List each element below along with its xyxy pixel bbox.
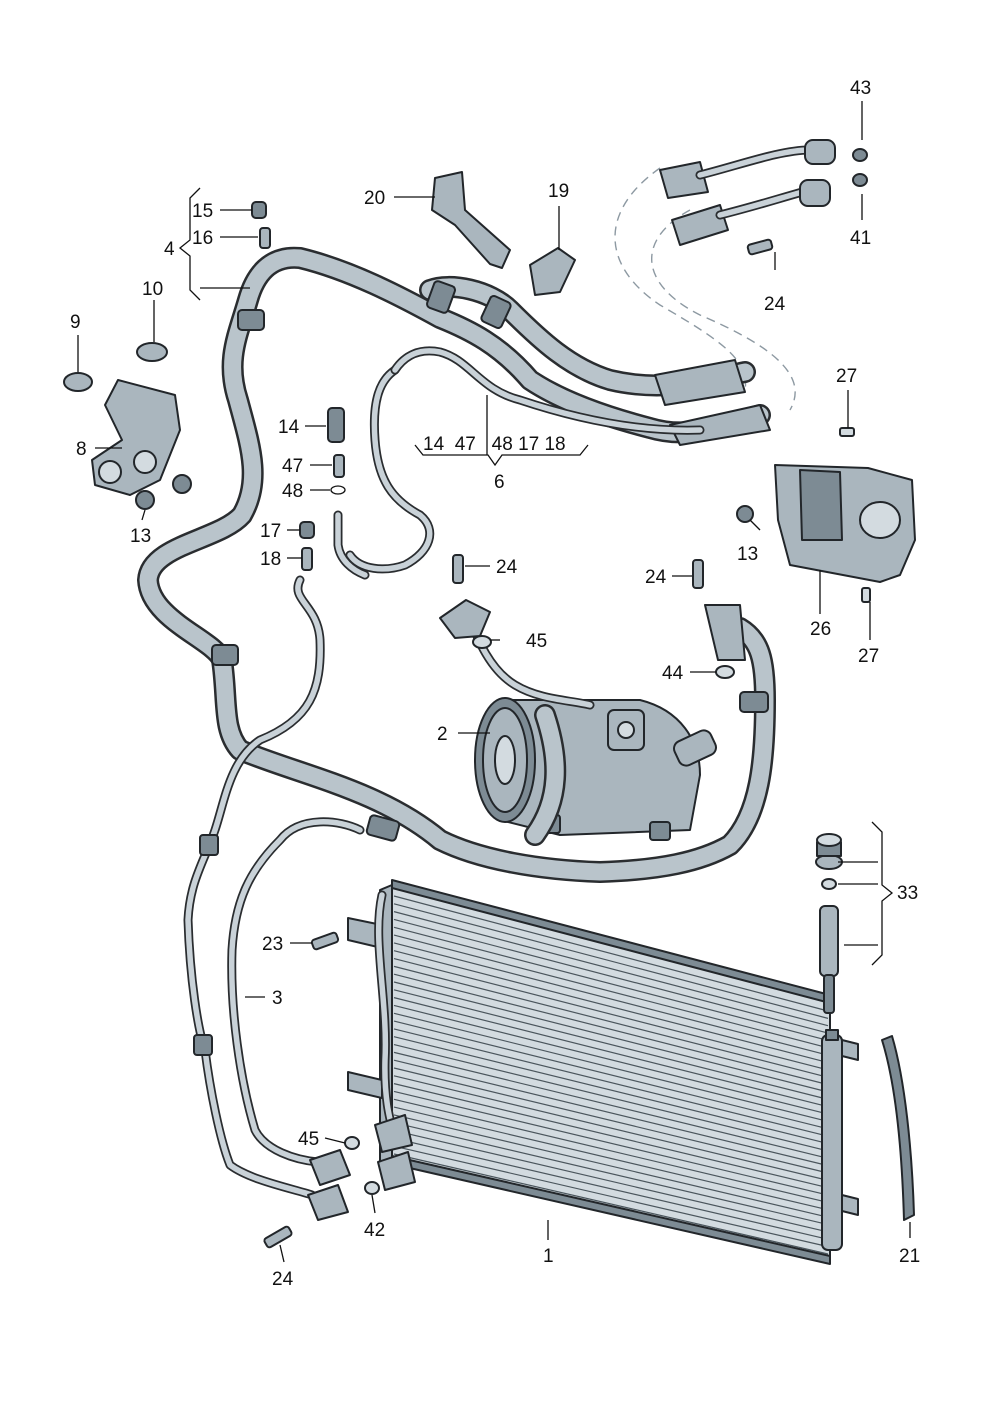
callout-43: 43 [850, 78, 871, 99]
valve-18 [301, 547, 313, 571]
clips-27 [839, 427, 871, 603]
cap-15 [251, 201, 267, 219]
callout-8: 8 [76, 439, 87, 460]
callout-21: 21 [899, 1246, 920, 1267]
callout-9: 9 [70, 312, 81, 333]
callout-15: 15 [192, 201, 213, 222]
braces [178, 187, 894, 966]
callout-27-top: 27 [836, 366, 857, 387]
callout-14: 14 [278, 417, 300, 438]
callout-24-bottom: 24 [272, 1269, 294, 1290]
ghost-hose-outline [614, 167, 796, 411]
clip-10 [136, 342, 168, 362]
valve-16 [259, 227, 271, 249]
callout-47: 47 [282, 456, 303, 477]
callout-24-compressor-left: 24 [496, 557, 518, 578]
flanges-lower [307, 1114, 416, 1221]
nut-13-left [135, 474, 192, 510]
condenser-fins [393, 895, 829, 1255]
callout-27-bottom: 27 [858, 646, 879, 667]
leader-lines [77, 101, 911, 1263]
callout-10: 10 [142, 279, 163, 300]
callout-24-top: 24 [764, 294, 786, 315]
callout-42: 42 [364, 1220, 385, 1241]
callout-26: 26 [810, 619, 831, 640]
callout-23: 23 [262, 934, 283, 955]
callout-44: 44 [662, 663, 684, 684]
callout-45-top: 45 [526, 631, 547, 652]
valve-47 [333, 454, 345, 478]
bolts-24 [263, 238, 774, 1249]
callout-13-left: 13 [130, 526, 151, 547]
holder-19 [529, 247, 576, 296]
callout-41: 41 [850, 228, 871, 249]
callout-20: 20 [364, 188, 385, 209]
condenser [347, 879, 859, 1265]
callout-group-6: 14 47 48 17 18 [423, 434, 566, 455]
clip-9 [63, 372, 93, 392]
callout-2: 2 [437, 724, 448, 745]
callout-24-compressor-right: 24 [645, 567, 667, 588]
callout-labels: 43 41 24 20 19 15 16 4 10 9 8 13 14 47 4… [70, 78, 920, 1290]
bolt-23 [310, 931, 340, 951]
callout-16: 16 [192, 228, 213, 249]
nut-13-right [736, 505, 754, 523]
callout-6: 6 [494, 472, 505, 493]
rings-45-44 [344, 635, 735, 1195]
switch-14 [327, 407, 345, 443]
callout-45-bottom: 45 [298, 1129, 319, 1150]
callout-13-right: 13 [737, 544, 758, 565]
pressure-pipes [183, 346, 705, 1200]
hose-ends-top-right [654, 139, 836, 446]
callout-48: 48 [282, 481, 303, 502]
callout-1: 1 [543, 1246, 554, 1267]
callout-4: 4 [164, 239, 175, 260]
callout-18: 18 [260, 549, 281, 570]
ring-48 [330, 485, 346, 495]
callout-33: 33 [897, 883, 918, 904]
callout-17: 17 [260, 521, 281, 542]
cap-17 [299, 521, 315, 539]
suction-hose [137, 246, 776, 883]
compressor [439, 599, 746, 846]
dryer-cartridge [815, 833, 843, 1014]
seal-strip [881, 1035, 915, 1221]
bracket-20 [431, 171, 511, 269]
bracket-8 [91, 379, 181, 496]
callout-3: 3 [272, 988, 283, 1009]
insulation-26 [774, 464, 916, 583]
callout-19: 19 [548, 181, 569, 202]
rings-43-41 [852, 148, 868, 187]
